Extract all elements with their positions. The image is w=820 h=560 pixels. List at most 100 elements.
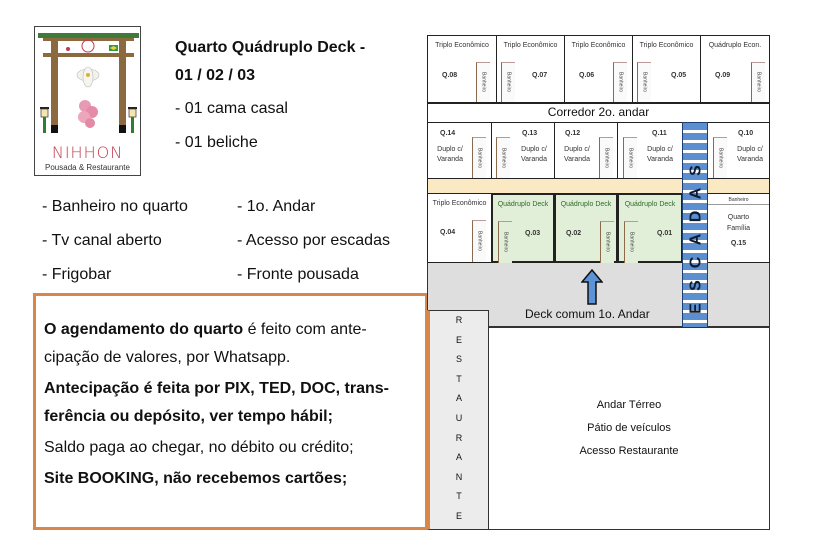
logo-name: NIHHON <box>51 143 124 162</box>
restaurant-letter: R <box>455 432 463 443</box>
bed-list: - 01 cama casal - 01 beliche <box>175 92 288 160</box>
room-q06: Triplo Econômico Q.06 Banheiro <box>564 35 633 103</box>
restaurant-letter: E <box>455 334 462 345</box>
room-q05: Triplo Econômico Q.05 Banheiro <box>632 35 701 103</box>
room-number: Q.06 <box>579 72 595 79</box>
room-number: Q.11 <box>652 130 667 137</box>
room-title-line1: Quarto Quádruplo Deck - <box>175 39 366 56</box>
room-type: Triplo Econômico <box>571 42 626 49</box>
bathroom-label: Banheiro <box>751 62 765 102</box>
bathroom-label: Banheiro <box>498 221 512 263</box>
restaurant-letter: E <box>455 510 462 521</box>
room-number: Q.04 <box>440 229 456 236</box>
bed-item: - 01 beliche <box>175 134 258 151</box>
bathroom-label: Banheiro <box>501 62 515 102</box>
room-q03: Quádruplo Deck Q.03 Banheiro <box>491 193 555 263</box>
room-q01: Quádruplo Deck Q.01 Banheiro <box>617 193 683 263</box>
booking-info-p1-bold: O agendamento do quarto <box>44 321 244 338</box>
room-type: Duplo c/ Varanda <box>521 146 547 163</box>
room-title: Quarto Quádruplo Deck - 01 / 02 / 03 <box>175 34 365 90</box>
room-type: Quádruplo Econ. <box>708 42 762 49</box>
room-q13: Q.13 Duplo c/ Varanda Banheiro <box>491 122 555 179</box>
booking-info-p3: Saldo paga ao chegar, no débito ou crédi… <box>44 439 354 456</box>
room-type: Quádruplo Deck <box>497 201 549 208</box>
room-number: Q.01 <box>657 230 673 237</box>
bathroom-label: Banheiro <box>613 62 627 102</box>
room-type: Quádruplo Deck <box>624 201 676 208</box>
bathroom-label: Banheiro <box>624 221 638 263</box>
room-title-line2: 01 / 02 / 03 <box>175 67 256 84</box>
room-type: Triplo Econômico <box>432 200 487 207</box>
room-q02: Quádruplo Deck Q.02 Banheiro <box>554 193 618 263</box>
room-type-line2: Família <box>727 225 750 232</box>
room-number: Q.13 <box>522 130 538 137</box>
room-type: Duplo c/ Varanda <box>564 146 590 163</box>
restaurant-letter: A <box>455 452 462 463</box>
room-number: Q.07 <box>532 72 548 79</box>
feature-item: - Frigobar <box>42 266 112 283</box>
stairs-letter: E <box>687 303 705 314</box>
feature-item: - Fronte pousada <box>237 266 359 283</box>
restaurant-access-label: Acesso Restaurante <box>579 445 679 457</box>
feature-item: - Banheiro no quarto <box>42 198 188 215</box>
room-type: Duplo c/ Varanda <box>437 146 463 163</box>
feature-item: - Tv canal aberto <box>42 232 162 249</box>
restaurant-letter: R <box>455 315 463 325</box>
bathroom-label: Banheiro <box>472 137 486 179</box>
ground-floor: Andar Térreo Pátio de veículos Acesso Re… <box>489 327 770 530</box>
pousada-logo: NIHHON Pousada & Restaurante <box>34 26 141 176</box>
room-q11: Q.11 Duplo c/ Varanda Banheiro <box>617 122 683 179</box>
room-q14: Q.14 Duplo c/ Varanda Banheiro <box>427 122 492 179</box>
restaurant-letter: U <box>455 412 463 423</box>
logo-subtitle: Pousada & Restaurante <box>45 163 130 172</box>
bathroom-label: Banheiro <box>708 195 769 205</box>
room-q04: Triplo Econômico Q.04 Banheiro <box>427 193 492 263</box>
staircase-label: S A D A C S E <box>683 159 709 320</box>
room-type: Quádruplo Deck <box>560 201 612 208</box>
room-type: Triplo Econômico <box>503 42 558 49</box>
balcony-strip <box>427 178 683 194</box>
room-number: Q.10 <box>738 130 754 137</box>
room-number: Q.12 <box>565 130 581 137</box>
torii-gate-icon <box>38 33 139 133</box>
restaurant-letter: S <box>455 354 462 365</box>
restaurant-letter: N <box>455 471 463 482</box>
restaurant-letter: T <box>456 491 462 502</box>
room-type-line1: Quarto <box>727 214 750 221</box>
balcony-strip-right <box>707 178 770 194</box>
ground-floor-label: Andar Térreo <box>596 399 662 411</box>
bathroom-label: Banheiro <box>476 62 490 102</box>
room-type: Duplo c/ Varanda <box>737 146 763 163</box>
room-q10: Q.10 Duplo c/ Varanda Banheiro <box>707 122 770 179</box>
room-number: Q.09 <box>715 72 731 79</box>
bathroom-label: Banheiro <box>623 137 637 179</box>
bathroom-label: Banheiro <box>472 220 486 262</box>
deck-label: Deck comum 1o. Andar <box>525 307 650 321</box>
restaurant-letter: T <box>456 373 462 384</box>
bathroom-label: Banheiro <box>496 137 510 179</box>
booking-info-p4: Site BOOKING, não recebemos cartões; <box>44 465 417 493</box>
corridor-2nd-floor: Corredor 2o. andar <box>427 103 770 123</box>
room-number: Q.05 <box>671 72 687 79</box>
booking-info-p1: O agendamento do quarto é feito com ante… <box>44 316 417 372</box>
booking-info-p1-rest: é feito com ante-cipação de valores, por… <box>44 321 367 366</box>
room-type: Triplo Econômico <box>435 42 489 49</box>
feature-item: - 1o. Andar <box>237 198 316 215</box>
bathroom-label: Banheiro <box>713 137 727 179</box>
arrow-up-icon <box>581 269 603 305</box>
floor-plan: Triplo Econômico Q.08 Banheiro Triplo Ec… <box>427 35 770 530</box>
staircase: S A D A C S E <box>682 122 708 328</box>
room-number: Q.08 <box>442 72 458 79</box>
room-type: Triplo Econômico <box>639 42 694 49</box>
bathroom-label: Banheiro <box>599 137 613 179</box>
bathroom-label: Banheiro <box>637 62 651 102</box>
feature-column-right: - 1o. Andar - Acesso por escadas - Front… <box>237 190 390 292</box>
feature-column-left: - Banheiro no quarto - Tv canal aberto -… <box>42 190 188 292</box>
room-q07: Triplo Econômico Q.07 Banheiro <box>496 35 565 103</box>
room-number: Q.14 <box>440 130 456 137</box>
room-q09: Quádruplo Econ. Q.09 Banheiro <box>700 35 770 103</box>
restaurant-letter: A <box>455 393 462 404</box>
restaurant-area: R E S T A U R A N T E <box>427 310 489 530</box>
feature-item: - Acesso por escadas <box>237 232 390 249</box>
booking-info-p2: Antecipação é feita por PIX, TED, DOC, t… <box>44 375 417 431</box>
